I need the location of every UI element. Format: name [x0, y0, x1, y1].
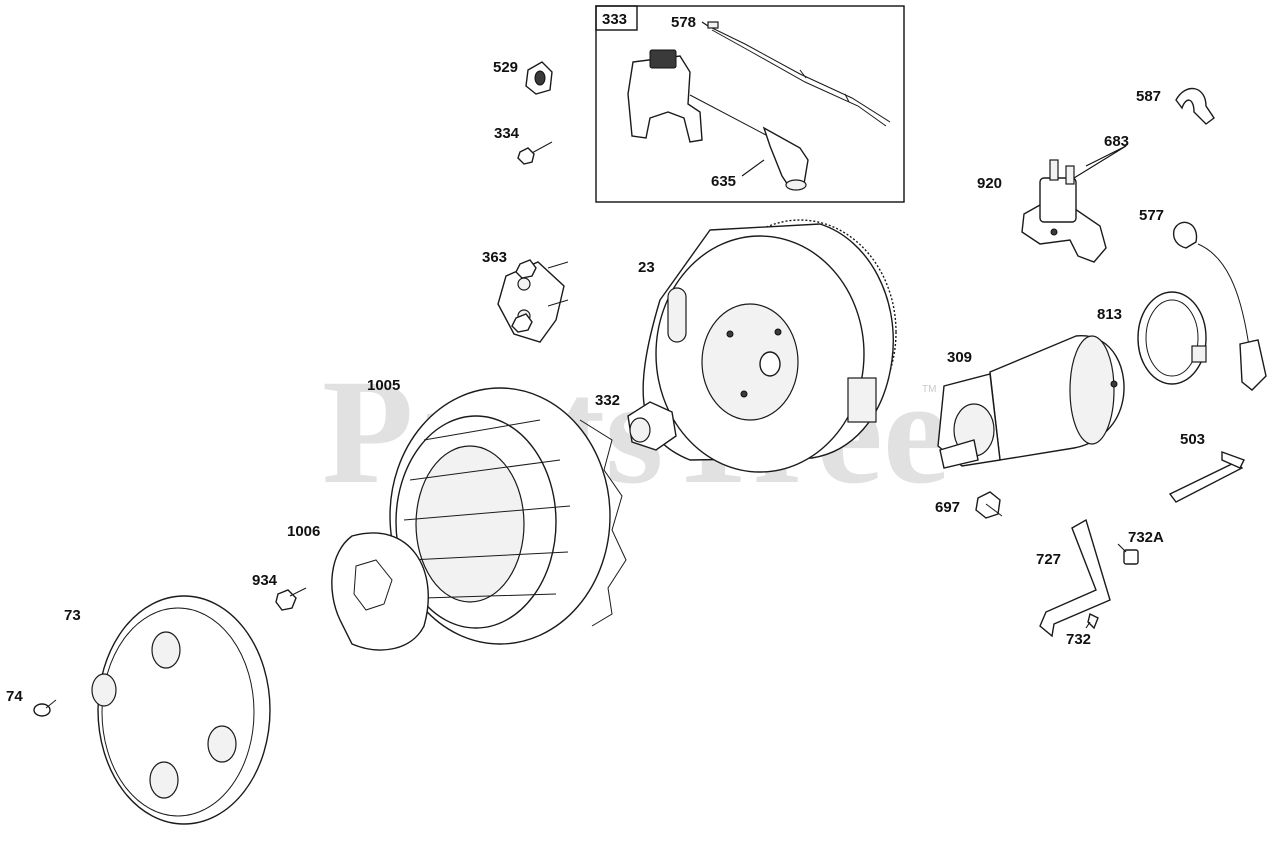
callout-732A: 732A — [1128, 529, 1164, 546]
ignition-armature-635[interactable] — [627, 49, 809, 191]
cover-73[interactable] — [91, 595, 271, 825]
band-clamp-813[interactable] — [1137, 291, 1207, 385]
fan-1005[interactable] — [389, 387, 627, 645]
callout-23: 23 — [638, 259, 655, 276]
callout-309: 309 — [947, 349, 972, 366]
flywheel-nut-332[interactable] — [627, 401, 677, 451]
callout-332: 332 — [595, 392, 620, 409]
callout-334: 334 — [494, 125, 520, 142]
inset-box-label: 333 — [602, 11, 627, 28]
wire-harness-578[interactable] — [707, 21, 891, 127]
screw-334[interactable] — [517, 141, 553, 165]
callout-73: 73 — [64, 607, 81, 624]
callout-813: 813 — [1097, 306, 1122, 323]
watermark-trademark: TM — [922, 384, 936, 395]
callout-683: 683 — [1104, 133, 1129, 150]
strap-503[interactable] — [1168, 451, 1245, 503]
bolt-697[interactable] — [975, 491, 1003, 519]
clamp-587[interactable] — [1175, 88, 1215, 125]
callout-578: 578 — [671, 14, 696, 31]
callout-635: 635 — [711, 173, 736, 190]
callout-732: 732 — [1066, 631, 1091, 648]
starter-solenoid-920[interactable] — [1021, 159, 1107, 263]
screw-732[interactable] — [1087, 612, 1099, 630]
screw-74[interactable] — [33, 699, 57, 717]
callout-697: 697 — [935, 499, 960, 516]
screen-1006[interactable] — [331, 532, 429, 651]
callout-529: 529 — [493, 59, 518, 76]
leader-lines — [701, 21, 1127, 629]
callout-1006: 1006 — [287, 523, 320, 540]
callout-934: 934 — [252, 572, 278, 589]
bracket-363[interactable] — [497, 259, 569, 343]
bracket-727[interactable] — [1039, 518, 1111, 638]
inset-box-333: 333 — [595, 5, 905, 203]
nut-732A[interactable] — [1123, 549, 1139, 565]
callout-503: 503 — [1180, 431, 1205, 448]
callout-1005: 1005 — [367, 377, 400, 394]
callouts: 578 635 529 334 587 683 920 577 363 23 8… — [6, 14, 1205, 705]
callout-363: 363 — [482, 249, 507, 266]
starter-motor-309[interactable] — [937, 335, 1125, 469]
callout-587: 587 — [1136, 88, 1161, 105]
callout-74: 74 — [6, 688, 23, 705]
screw-934[interactable] — [275, 587, 307, 611]
starter-cable-577[interactable] — [1172, 221, 1267, 391]
callout-577: 577 — [1139, 207, 1164, 224]
flywheel-23[interactable] — [642, 219, 897, 473]
callout-727: 727 — [1036, 551, 1061, 568]
spacer-529[interactable] — [525, 61, 553, 95]
callout-920: 920 — [977, 175, 1002, 192]
